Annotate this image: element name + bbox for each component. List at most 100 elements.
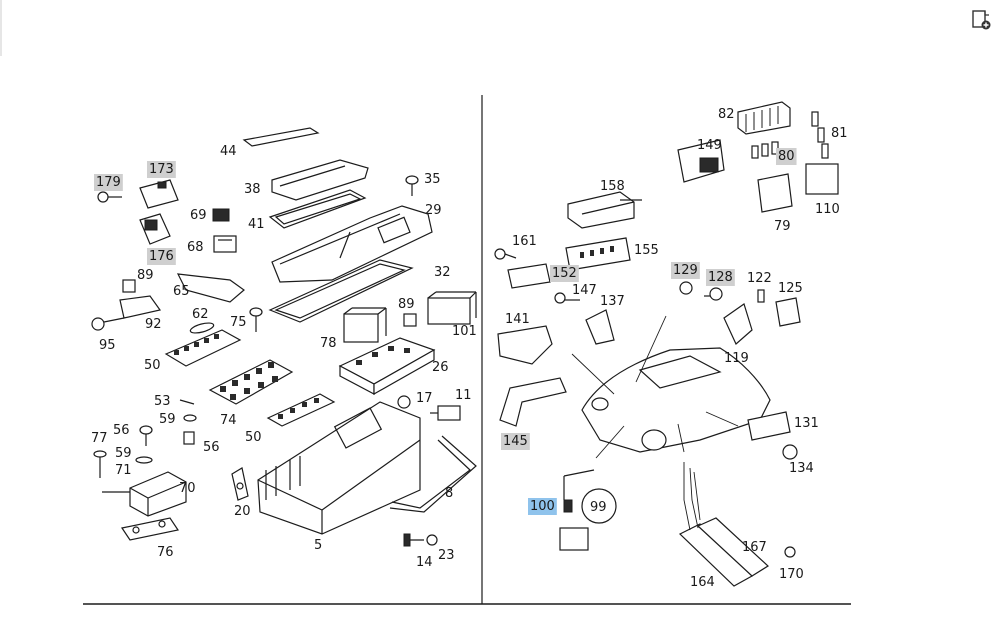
part-62-fuse: [189, 322, 215, 334]
callout-176[interactable]: 176: [149, 249, 174, 264]
callout-50-upper: 50: [144, 358, 161, 373]
part-35-screw: [405, 175, 419, 196]
callout-59-upper: 59: [159, 412, 176, 427]
part-82-relay-module: [737, 101, 791, 135]
callout-145-highlight: [501, 433, 530, 450]
part-32-gasket: [268, 259, 414, 323]
part-152-bracket: [507, 263, 551, 289]
part-50-fuse-strip-lower: [266, 393, 336, 427]
part-125-holder: [775, 297, 801, 327]
part-119-relay: [723, 303, 753, 345]
part-131-bracket: [747, 411, 791, 441]
part-149-relay-holder: [677, 139, 725, 183]
callout-152-highlight: [550, 265, 579, 282]
part-145-bracket: [499, 377, 567, 427]
part-176-holder: [139, 213, 171, 245]
part-23-nut: [426, 534, 438, 546]
callout-44: 44: [220, 144, 237, 159]
callout-17: 17: [416, 391, 433, 406]
part-78-relay: [343, 307, 387, 343]
callout-26: 26: [432, 360, 449, 375]
callout-125: 125: [778, 281, 803, 296]
part-14-screw: [403, 533, 424, 547]
callout-152[interactable]: 152: [552, 266, 577, 281]
callout-145[interactable]: 145: [503, 434, 528, 449]
callout-74: 74: [220, 413, 237, 428]
part-92-bracket: [119, 295, 162, 319]
callout-128-highlight: [706, 269, 735, 286]
callout-137: 137: [600, 294, 625, 309]
part-141-bracket: [497, 325, 553, 365]
part-50-fuse-strip-upper: [164, 329, 242, 367]
callout-11: 11: [455, 388, 472, 403]
callout-41: 41: [248, 217, 265, 232]
callout-76: 76: [157, 545, 174, 560]
callout-32: 32: [434, 265, 451, 280]
callout-173[interactable]: 173: [149, 162, 174, 177]
callout-179-highlight: [94, 174, 123, 191]
callout-155: 155: [634, 243, 659, 258]
callout-149: 149: [697, 138, 722, 153]
callout-141: 141: [505, 312, 530, 327]
part-56-bolt-lower: [139, 425, 153, 446]
part-17-grommet: [397, 395, 411, 409]
print-settings-button[interactable]: [970, 9, 992, 31]
pointer-arrows: [571, 315, 739, 459]
part-74-fuse-block: [208, 359, 294, 405]
callout-129[interactable]: 129: [673, 263, 698, 278]
part-11-connector: [430, 405, 461, 421]
callout-81: 81: [831, 126, 848, 141]
part-20-clip: [231, 467, 249, 501]
part-158-relay-block: [567, 191, 642, 229]
callout-179[interactable]: 179: [96, 175, 121, 190]
callout-53: 53: [154, 394, 171, 409]
part-5-fuse-box-housing: [257, 401, 421, 535]
callout-5: 5: [314, 538, 322, 553]
part-147-bolt: [554, 292, 580, 304]
callout-29: 29: [425, 203, 442, 218]
part-68-connector: [213, 235, 237, 253]
part-122-fuse: [757, 289, 765, 303]
part-76-mounting-plate: [121, 517, 179, 541]
callout-173-highlight: [147, 161, 176, 178]
callout-59-lower: 59: [115, 446, 132, 461]
part-80-fuses: [751, 141, 779, 159]
callout-69: 69: [190, 208, 207, 223]
part-89-relay-right: [403, 313, 417, 327]
part-79-relay: [757, 173, 793, 213]
part-101-relay: [427, 291, 477, 325]
part-128-bolt: [704, 287, 723, 301]
callout-65: 65: [173, 284, 190, 299]
callout-82: 82: [718, 107, 735, 122]
callout-92: 92: [145, 317, 162, 332]
part-29-fuse-box-lid: [271, 205, 433, 283]
part-69-connector: [212, 208, 230, 222]
part-53-clip: [179, 399, 195, 405]
part-65-plate: [176, 273, 245, 303]
callout-89-right: 89: [398, 297, 415, 312]
callout-128[interactable]: 128: [708, 270, 733, 285]
callout-14: 14: [416, 555, 433, 570]
part-170-screw: [784, 546, 796, 558]
callout-56-upper: 56: [113, 423, 130, 438]
callout-170: 170: [779, 567, 804, 582]
part-173-bracket: [139, 179, 179, 209]
callout-100[interactable]: 100: [530, 499, 555, 514]
callout-23: 23: [438, 548, 455, 563]
part-95-screw: [91, 317, 125, 331]
callout-167: 167: [742, 540, 767, 555]
callout-68: 68: [187, 240, 204, 255]
part-77-screw: [93, 450, 107, 478]
part-161-screw: [494, 248, 517, 260]
part-26-relay-board: [338, 337, 436, 396]
callout-62: 62: [192, 307, 209, 322]
callout-79: 79: [774, 219, 791, 234]
callout-80-highlight: [776, 148, 797, 165]
part-8-wire-harness: [389, 435, 477, 513]
part-38-cover: [271, 159, 369, 201]
callout-35: 35: [424, 172, 441, 187]
part-110-relay: [805, 163, 839, 195]
callout-110: 110: [815, 202, 840, 217]
callout-80[interactable]: 80: [778, 149, 795, 164]
